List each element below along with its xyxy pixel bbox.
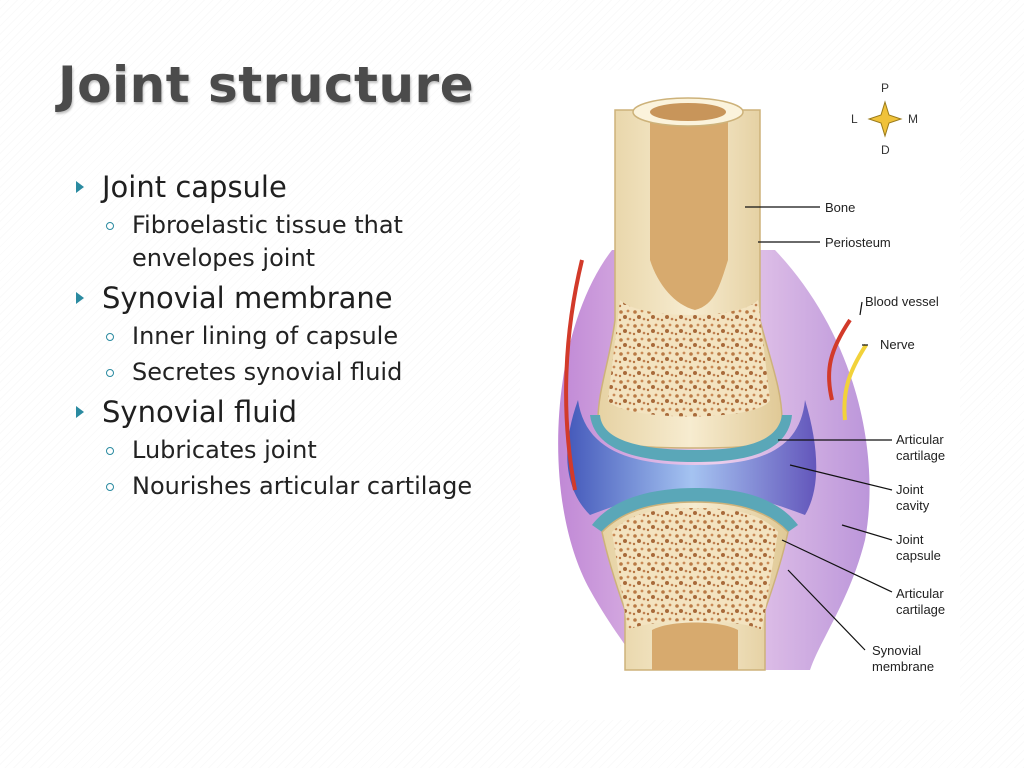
sub-bullet: Inner lining of capsule: [106, 320, 516, 353]
label-articular-cartilage-lower-2: cartilage: [896, 602, 945, 617]
bullet-text: Joint capsule: [102, 170, 287, 204]
sub-bullet-text: Nourishes articular cartilage: [132, 472, 473, 500]
sub-bullet-text: Lubricates joint: [132, 436, 317, 464]
triangle-bullet-icon: [76, 279, 102, 317]
joint-diagram-svg: P L M D: [558, 81, 945, 674]
compass-bottom-label: D: [881, 143, 890, 157]
blood-vessel-shape: [564, 259, 584, 491]
ring-bullet-icon: [106, 470, 132, 503]
label-joint-cavity-2: cavity: [896, 498, 930, 513]
label-synovial-membrane-2: membrane: [872, 659, 934, 674]
label-articular-cartilage-lower-1: Articular: [896, 586, 944, 601]
sub-bullet: Nourishes articular cartilage: [106, 470, 516, 503]
bullet-text: Synovial membrane: [102, 281, 393, 315]
joint-diagram: P L M D: [520, 70, 960, 720]
bullet-synovial-membrane: Synovial membrane Inner lining of capsul…: [76, 279, 516, 389]
nerve-shape: [842, 343, 868, 421]
bullet-list: Joint capsule Fibroelastic tissue that e…: [76, 164, 516, 507]
ring-bullet-icon: [106, 434, 132, 467]
lower-articular-cartilage: [592, 488, 798, 532]
upper-articular-cartilage: [590, 415, 792, 462]
sub-bullet: Fibroelastic tissue that envelopes joint: [106, 209, 516, 275]
label-articular-cartilage-upper-1: Articular: [896, 432, 944, 447]
label-blood-vessel: Blood vessel: [865, 294, 939, 309]
sub-bullet: Secretes synovial fluid: [106, 356, 516, 389]
label-periosteum: Periosteum: [825, 235, 891, 250]
bullet-synovial-fluid: Synovial fluid Lubricates joint Nourishe…: [76, 393, 516, 503]
bullet-joint-capsule: Joint capsule Fibroelastic tissue that e…: [76, 168, 516, 275]
compass-right-label: M: [908, 112, 918, 126]
slide-title: Joint structure: [58, 56, 475, 114]
sub-bullet: Lubricates joint: [106, 434, 516, 467]
ring-bullet-icon: [106, 320, 132, 353]
label-joint-capsule-1: Joint: [896, 532, 924, 547]
compass-left-label: L: [851, 112, 858, 126]
label-joint-capsule-2: capsule: [896, 548, 941, 563]
medullary-cavity-shape: [650, 110, 728, 310]
bullet-text: Synovial fluid: [102, 395, 298, 429]
ring-bullet-icon: [106, 356, 132, 389]
compass-rose-icon: P L M D: [851, 81, 918, 157]
ring-bullet-icon: [106, 209, 132, 242]
label-joint-cavity-1: Joint: [896, 482, 924, 497]
leader-lines: [745, 206, 893, 651]
label-articular-cartilage-upper-2: cartilage: [896, 448, 945, 463]
sub-bullet-text: Inner lining of capsule: [132, 322, 399, 350]
label-nerve: Nerve: [880, 337, 915, 352]
triangle-bullet-icon: [76, 168, 102, 206]
sub-bullet-text: Secretes synovial fluid: [132, 358, 403, 386]
label-synovial-membrane-1: Synovial: [872, 643, 921, 658]
label-bone: Bone: [825, 200, 855, 215]
sub-bullet-text: Fibroelastic tissue that envelopes joint: [132, 211, 403, 272]
triangle-bullet-icon: [76, 393, 102, 431]
compass-top-label: P: [881, 81, 889, 95]
joint-cavity-shape: [567, 400, 817, 515]
